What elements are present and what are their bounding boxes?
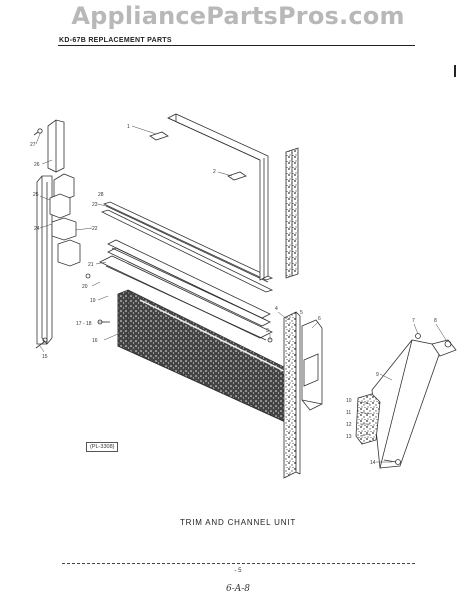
callout-1: 1 (127, 124, 130, 130)
thin-rail-part (100, 201, 274, 293)
callout-6: 6 (318, 316, 321, 322)
page-edge-mark (454, 65, 456, 77)
vertical-channel-part (283, 311, 301, 479)
callout-16: 16 (92, 338, 98, 344)
callout-22: 22 (92, 226, 98, 232)
left-channel-part (35, 173, 81, 349)
callout-8: 8 (434, 318, 437, 324)
callout-15: 15 (42, 354, 48, 360)
callout-13: 13 (346, 434, 352, 440)
callout-10: 10 (346, 398, 352, 404)
header-rule (58, 45, 415, 46)
watermark: AppliancePartsPros.com (71, 2, 405, 30)
handwritten-note: 6-A-8 (226, 584, 251, 594)
callout-25: 25 (33, 192, 39, 198)
header-label: KD-67B REPLACEMENT PARTS (59, 37, 172, 44)
callout-11: 11 (346, 410, 351, 416)
callout-14: 14 (370, 460, 376, 466)
callout-21: 21 (88, 262, 94, 268)
diagram-caption: TRIM AND CHANNEL UNIT (179, 518, 297, 527)
figure-reference: (PL-3308) (86, 442, 119, 452)
main-trim-bar-part (99, 239, 273, 341)
callout-4: 4 (275, 306, 278, 312)
callout-27: 27 (30, 142, 36, 148)
callout-3: 3 (266, 328, 269, 334)
speckled-trim-strip-part (285, 147, 299, 279)
right-assembly-part (355, 333, 457, 469)
top-frame-part (149, 113, 269, 281)
callout-12: 12 (346, 422, 352, 428)
callout-9: 9 (376, 372, 379, 378)
callout-24: 24 (34, 226, 40, 232)
top-left-bracket-part (33, 119, 65, 173)
callout-19: 19 (90, 298, 96, 304)
side-bracket-part (301, 319, 323, 411)
callout-20: 20 (82, 284, 88, 290)
callout-28: 28 (98, 192, 104, 198)
callout-23: 23 (92, 202, 98, 208)
callout-5: 5 (300, 310, 303, 316)
footer-rule (62, 563, 415, 564)
callout-7: 7 (412, 318, 415, 324)
callout-2: 2 (213, 169, 216, 175)
front-panel-part (117, 289, 291, 425)
page-number: - 5 (234, 568, 242, 574)
callout-17-18: 17 - 18 (76, 321, 92, 327)
callout-26: 26 (34, 162, 40, 168)
